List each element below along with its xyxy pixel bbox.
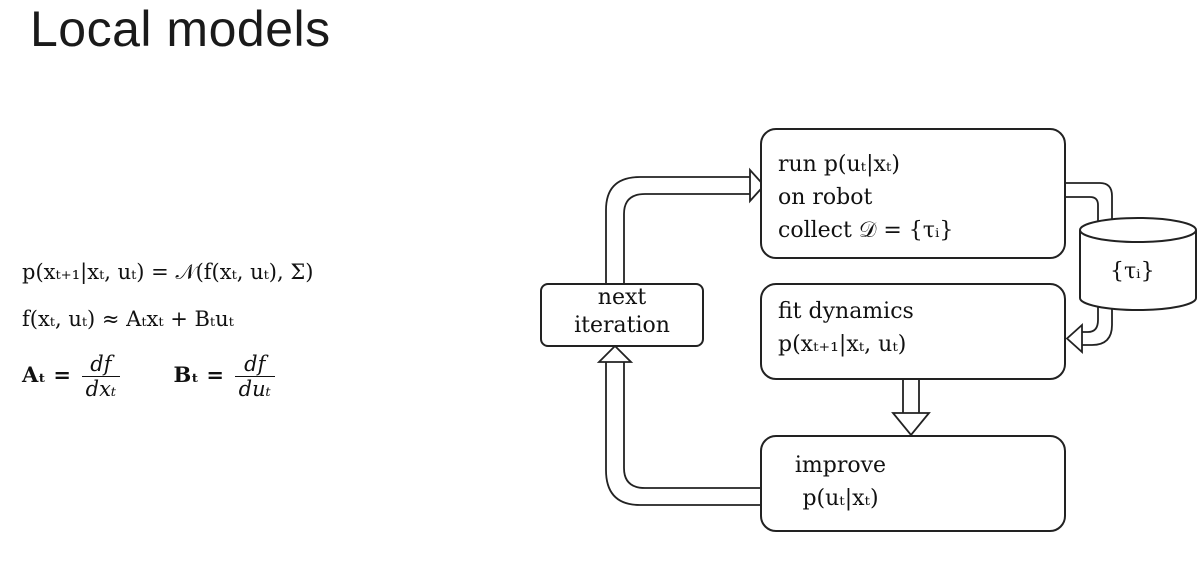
- database-cylinder-icon: [1079, 217, 1197, 311]
- equation-linearization: f(xₜ, uₜ) ≈ Aₜxₜ + Bₜuₜ: [22, 307, 234, 331]
- improve-policy-line1: improve: [794, 453, 887, 478]
- next-iteration-line2: iteration: [574, 313, 670, 338]
- next-iteration-box: [540, 283, 704, 347]
- equation-b-denominator: duₜ: [238, 377, 271, 401]
- next-iteration-text: next iteration: [540, 284, 704, 340]
- equation-b-fraction: df duₜ: [234, 352, 275, 401]
- database-label: {τᵢ}: [1110, 259, 1155, 284]
- equation-a-fraction: df dxₜ: [81, 352, 121, 401]
- improve-policy-box: [760, 435, 1066, 532]
- improve-policy-text: improve p(uₜ|xₜ): [778, 449, 903, 515]
- improve-policy-line2: p(uₜ|xₜ): [802, 486, 879, 511]
- equation-a-lhs: Aₜ =: [22, 362, 71, 387]
- run-policy-line2: on robot: [778, 185, 873, 210]
- run-policy-line3: collect 𝒟 = {τᵢ}: [778, 218, 954, 243]
- fit-dynamics-box: [760, 283, 1066, 380]
- equation-b-lhs: Bₜ =: [173, 362, 224, 387]
- arrow-database-to-fit: [1065, 307, 1113, 355]
- fit-dynamics-text: fit dynamics p(xₜ₊₁|xₜ, uₜ): [778, 295, 914, 361]
- slide-title: Local models: [30, 1, 331, 57]
- equation-b-numerator: df: [234, 352, 275, 377]
- run-policy-line1: run p(uₜ|xₜ): [778, 152, 900, 177]
- equation-a-denominator: dxₜ: [85, 377, 117, 401]
- loop-arrow-up: [605, 167, 766, 283]
- equation-dynamics-distribution: p(xₜ₊₁|xₜ, uₜ) = 𝒩(f(xₜ, uₜ), Σ): [22, 260, 314, 284]
- fit-dynamics-line1: fit dynamics: [778, 299, 914, 324]
- equation-jacobians: Aₜ = df dxₜ Bₜ = df duₜ: [22, 352, 279, 401]
- equation-a-numerator: df: [81, 352, 121, 377]
- run-policy-text: run p(uₜ|xₜ) on robot collect 𝒟 = {τᵢ}: [778, 148, 953, 247]
- next-iteration-line1: next: [597, 285, 647, 310]
- loop-arrow-down: [596, 344, 760, 506]
- fit-dynamics-line2: p(xₜ₊₁|xₜ, uₜ): [778, 332, 907, 357]
- arrow-fit-to-improve: [891, 380, 931, 437]
- run-policy-box: [760, 128, 1066, 259]
- arrow-run-to-database: [1064, 182, 1113, 222]
